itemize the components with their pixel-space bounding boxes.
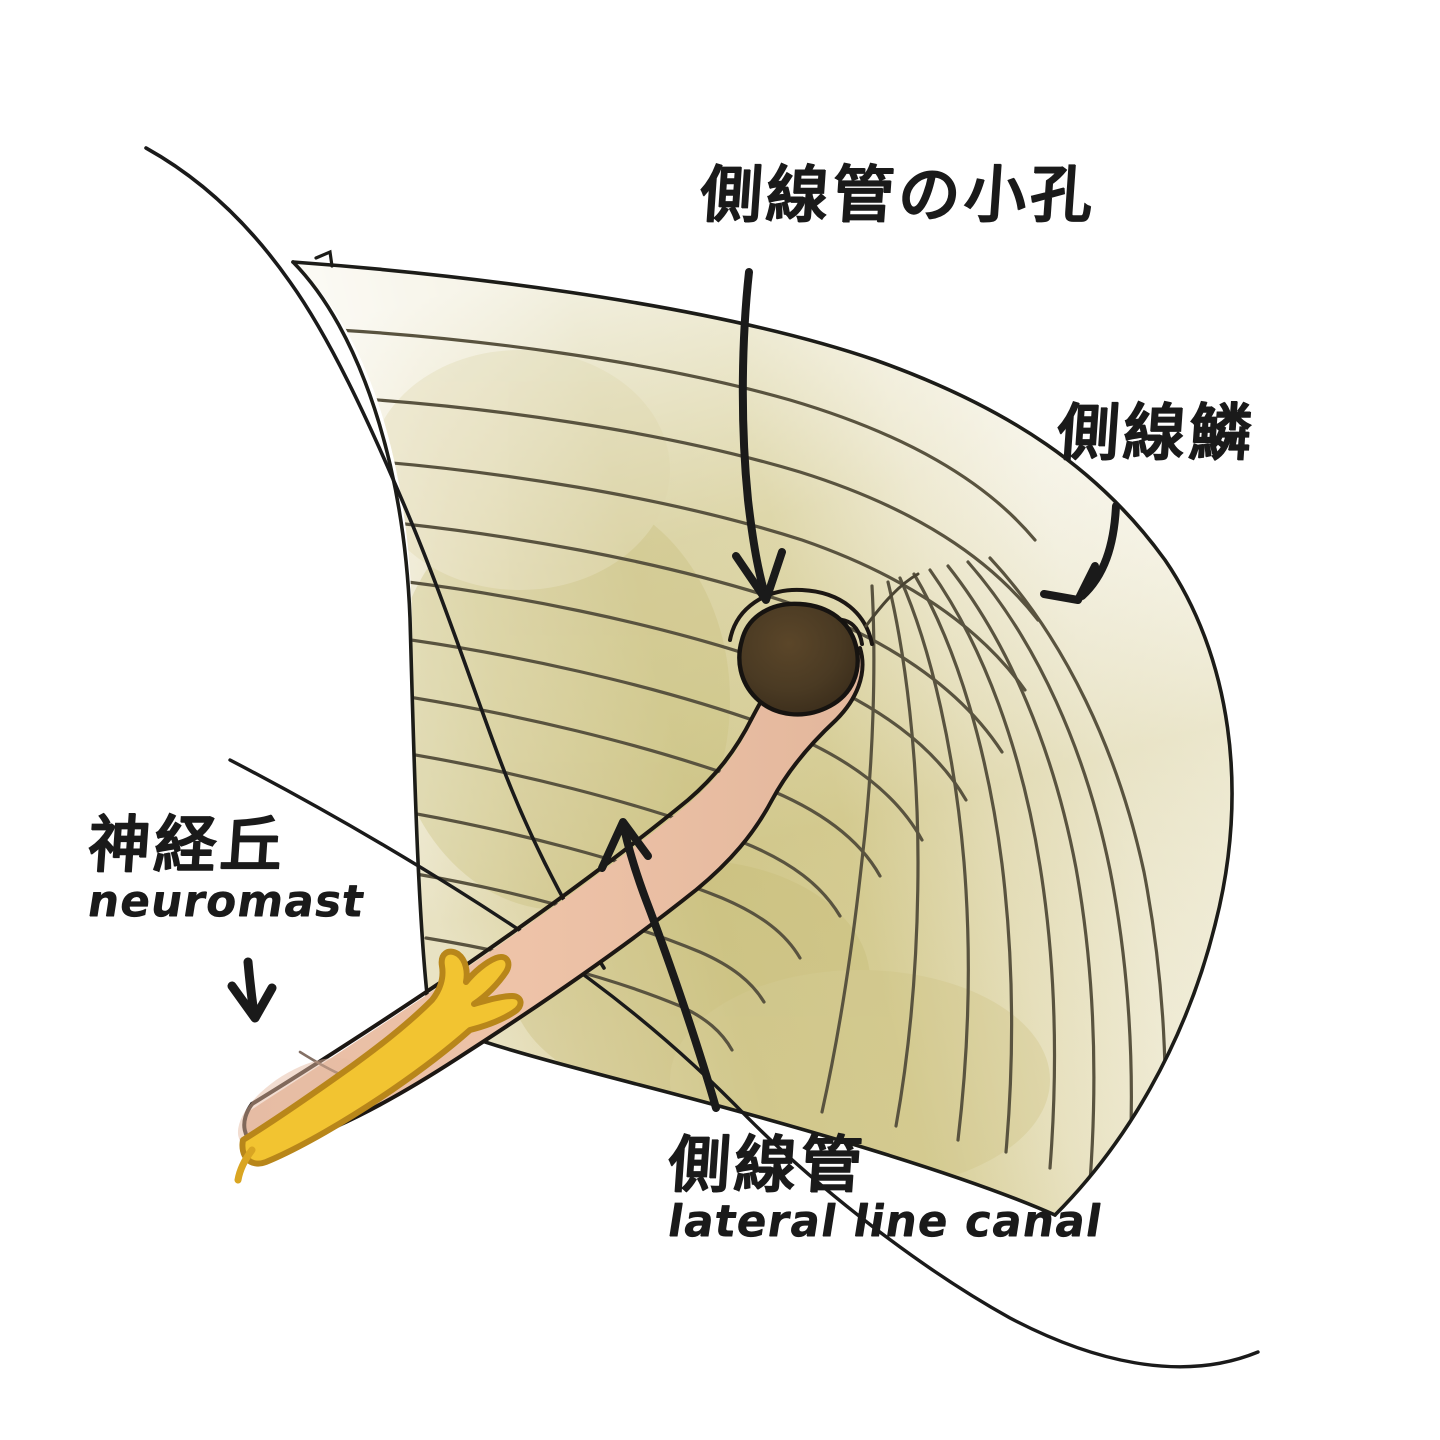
- neuromast-outline: [239, 948, 524, 1167]
- scale-notch: [314, 249, 334, 268]
- label-neuromast-en: neuromast: [84, 876, 369, 928]
- label-neuromast: 神経丘 neuromast: [84, 808, 368, 927]
- label-canal-jp: 側線管: [665, 1128, 869, 1201]
- neuromast-fill: [242, 951, 521, 1164]
- neuromast-tail: [234, 1146, 256, 1184]
- pore-rim: [728, 587, 874, 646]
- label-scale-jp: 側線鱗: [1054, 396, 1258, 469]
- arrow-to-pore: [732, 268, 786, 604]
- label-canal-en: lateral line canal: [664, 1196, 1107, 1248]
- scale-outline: [291, 260, 1234, 1217]
- pore-outline: [737, 601, 860, 717]
- scale-outline-left: [291, 260, 432, 1022]
- pore-fill: [739, 603, 858, 715]
- skin-contour-upper: [144, 146, 606, 970]
- arrow-to-neuromast: [227, 957, 277, 1023]
- skin-contour-lower: [228, 758, 1260, 1369]
- canal-tube-fill: [243, 622, 861, 1149]
- label-lateral-line-pore: 側線管の小孔: [697, 158, 1099, 231]
- canal-pore: [728, 572, 920, 717]
- label-pore-jp: 側線管の小孔: [697, 158, 1099, 231]
- label-lateral-line-canal: 側線管 lateral line canal: [664, 1128, 1106, 1247]
- canal-tube-outline-lower: [264, 646, 865, 1152]
- label-neuromast-jp: 神経丘: [85, 808, 289, 881]
- pore-groove: [864, 572, 920, 628]
- scale-outline-bottom: [430, 1020, 1057, 1217]
- arrow-to-canal: [598, 818, 720, 1112]
- label-lateral-line-scale: 側線鱗: [1054, 396, 1258, 469]
- neuromast-organ: [234, 948, 524, 1184]
- arrow-to-scale: [1040, 502, 1120, 604]
